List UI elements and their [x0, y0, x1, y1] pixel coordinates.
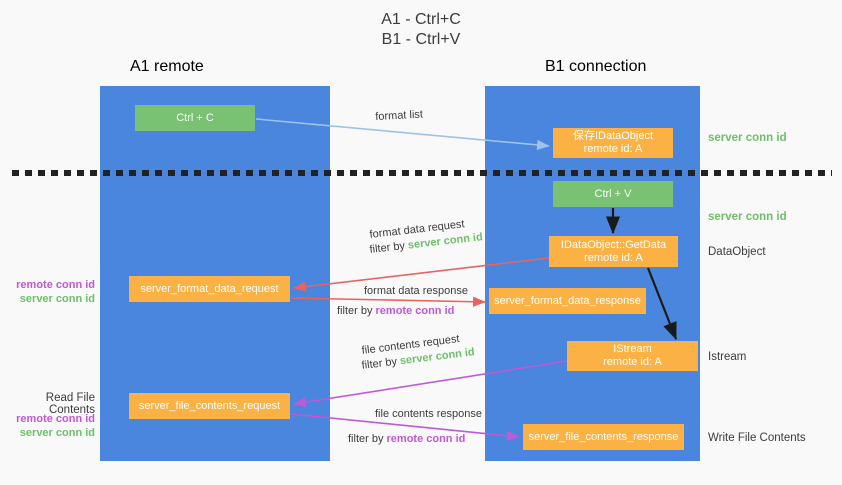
- page-title: A1 - Ctrl+C B1 - Ctrl+V: [381, 11, 461, 48]
- box-istream[interactable]: IStream remote id: A: [567, 341, 698, 371]
- label-format-data-response: format data response: [364, 285, 468, 297]
- note-server-conn-id: server conn id: [19, 427, 95, 439]
- note-remote-conn-id: remote conn id: [16, 279, 95, 291]
- box-server-format-data-response[interactable]: server_format_data_response: [489, 288, 646, 314]
- filter-prefix: filter by: [348, 433, 387, 445]
- box-server-file-contents-request[interactable]: server_file_contents_request: [129, 393, 290, 419]
- filter-prefix: filter by: [361, 355, 401, 372]
- box-ctrl-c[interactable]: Ctrl + C: [135, 105, 255, 131]
- column-header-a1: A1 remote: [130, 58, 204, 75]
- note-istream: Istream: [708, 351, 747, 363]
- box-server-file-contents-response[interactable]: server_file_contents_response: [523, 424, 684, 450]
- filter-value-remote-conn-id: remote conn id: [386, 433, 466, 445]
- note-server-conn-id: server conn id: [19, 293, 95, 305]
- box-idataobject-getdata[interactable]: IDataObject::GetData remote id: A: [549, 236, 678, 267]
- note-server-conn-id-top: server conn id: [708, 132, 787, 144]
- note-read-file-contents: Read File Contents: [45, 392, 95, 416]
- note-server-conn-id-mid: server conn id: [708, 211, 787, 223]
- box-save-idataobject[interactable]: 保存IDataObject remote id: A: [553, 128, 673, 158]
- box-server-format-data-request[interactable]: server_format_data_request: [129, 276, 290, 302]
- label-file-contents-response-filter: filter by remote conn id: [348, 433, 465, 445]
- filter-prefix: filter by: [337, 305, 376, 317]
- filter-value-remote-conn-id: remote conn id: [375, 305, 455, 317]
- filter-prefix: filter by: [369, 239, 409, 256]
- box-ctrl-v[interactable]: Ctrl + V: [553, 181, 673, 207]
- column-header-b1: B1 connection: [545, 58, 647, 75]
- label-format-list: format list: [375, 108, 424, 123]
- note-file-conn-ids: remote conn id server conn id: [0, 412, 95, 440]
- label-format-data-response-filter: filter by remote conn id: [337, 305, 454, 317]
- note-write-file-contents: Write File Contents: [708, 432, 806, 444]
- label-file-contents-response: file contents response: [375, 408, 483, 420]
- dashed-divider-line: [12, 170, 832, 176]
- note-remote-conn-id: remote conn id: [16, 413, 95, 425]
- note-data-object: DataObject: [708, 246, 766, 258]
- note-format-conn-ids: remote conn id server conn id: [0, 278, 95, 306]
